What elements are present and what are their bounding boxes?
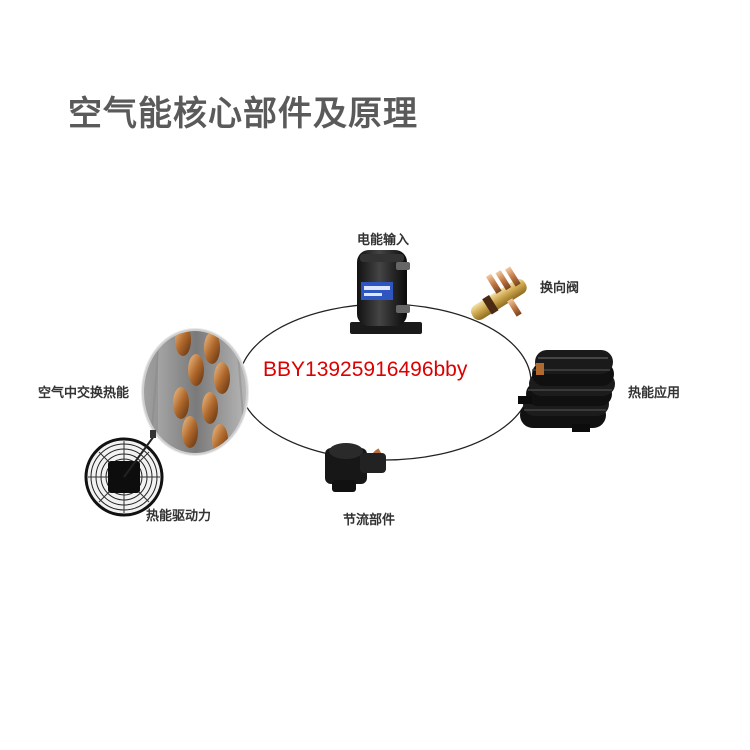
reversing-valve-icon <box>470 266 527 321</box>
watermark-text: BBY13925916496bby <box>263 358 468 381</box>
compressor-icon <box>350 250 422 334</box>
throttle-valve-icon <box>325 443 437 492</box>
label-power-input: 电能输入 <box>357 233 410 248</box>
label-reversing-valve: 换向阀 <box>540 281 580 296</box>
page-title: 空气能核心部件及原理 <box>68 94 418 134</box>
air-heat-exchanger-icon <box>141 328 249 456</box>
fan-icon <box>84 430 164 517</box>
label-throttle: 节流部件 <box>343 513 396 528</box>
label-heat-application: 热能应用 <box>628 386 681 401</box>
label-heat-drive: 热能驱动力 <box>146 509 212 524</box>
label-air-heat-exchange: 空气中交换热能 <box>38 386 130 401</box>
coil-heat-exchanger-icon <box>518 350 615 432</box>
